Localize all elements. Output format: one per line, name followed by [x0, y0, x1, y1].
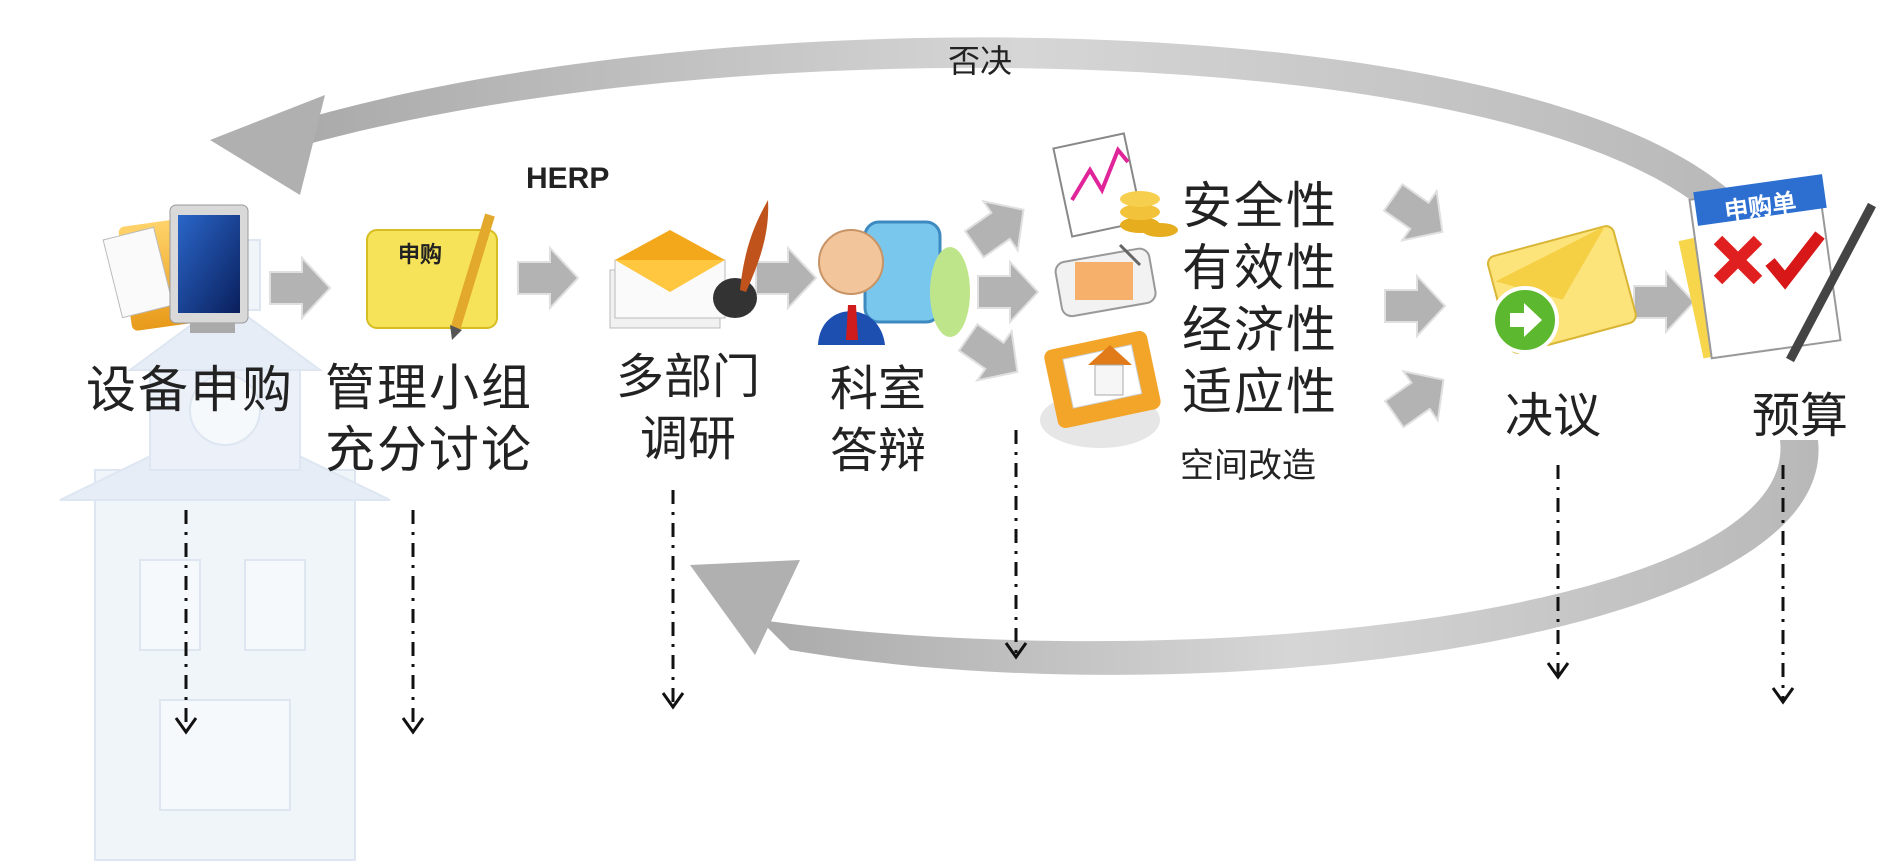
criteria-safety: 安全性 [1182, 177, 1338, 235]
mail-quill-icon [609, 200, 769, 329]
step-research-label-line2: 调研 [640, 411, 737, 467]
dashdot-down-arrows [184, 430, 1785, 730]
criteria-adaptability: 适应性 [1182, 363, 1338, 421]
clock-tower-watermark [59, 239, 391, 861]
criteria-economy: 经济性 [1182, 301, 1338, 359]
criteria-space-note: 空间改造 [1180, 446, 1316, 486]
computer-folder-icon [102, 204, 249, 333]
step-group-label-line2: 充分讨论 [325, 421, 533, 479]
chart-coins-icon [1052, 132, 1178, 238]
purchase-note-icon: 申购 [366, 213, 498, 340]
building-folder-icon [1040, 330, 1161, 448]
criteria-effectiveness: 有效性 [1182, 239, 1338, 297]
purchase-form-icon: 申购单 [1678, 174, 1876, 363]
envelope-arrow-icon [1487, 225, 1637, 354]
dashdot-arrowheads [174, 642, 1795, 735]
note-text: 申购 [398, 242, 442, 268]
step-defense-label-line2: 答辩 [830, 423, 927, 479]
step-apply-label: 设备申购 [86, 361, 294, 419]
step-budget-label: 预算 [1752, 388, 1849, 444]
return-arc-arrow [690, 440, 1819, 675]
step-group-label-line1: 管理小组 [325, 359, 533, 417]
reject-arc-arrow [210, 37, 1745, 225]
device-stylus-icon [1054, 243, 1157, 318]
step-arrows [269, 182, 1696, 429]
step-decision-label: 决议 [1505, 388, 1602, 444]
person-monitor-icon [818, 220, 970, 345]
herp-label: HERP [526, 162, 610, 195]
reject-label: 否决 [948, 42, 1012, 80]
step-research-label-line1: 多部门 [616, 349, 761, 405]
step-defense-label-line1: 科室 [830, 361, 927, 417]
